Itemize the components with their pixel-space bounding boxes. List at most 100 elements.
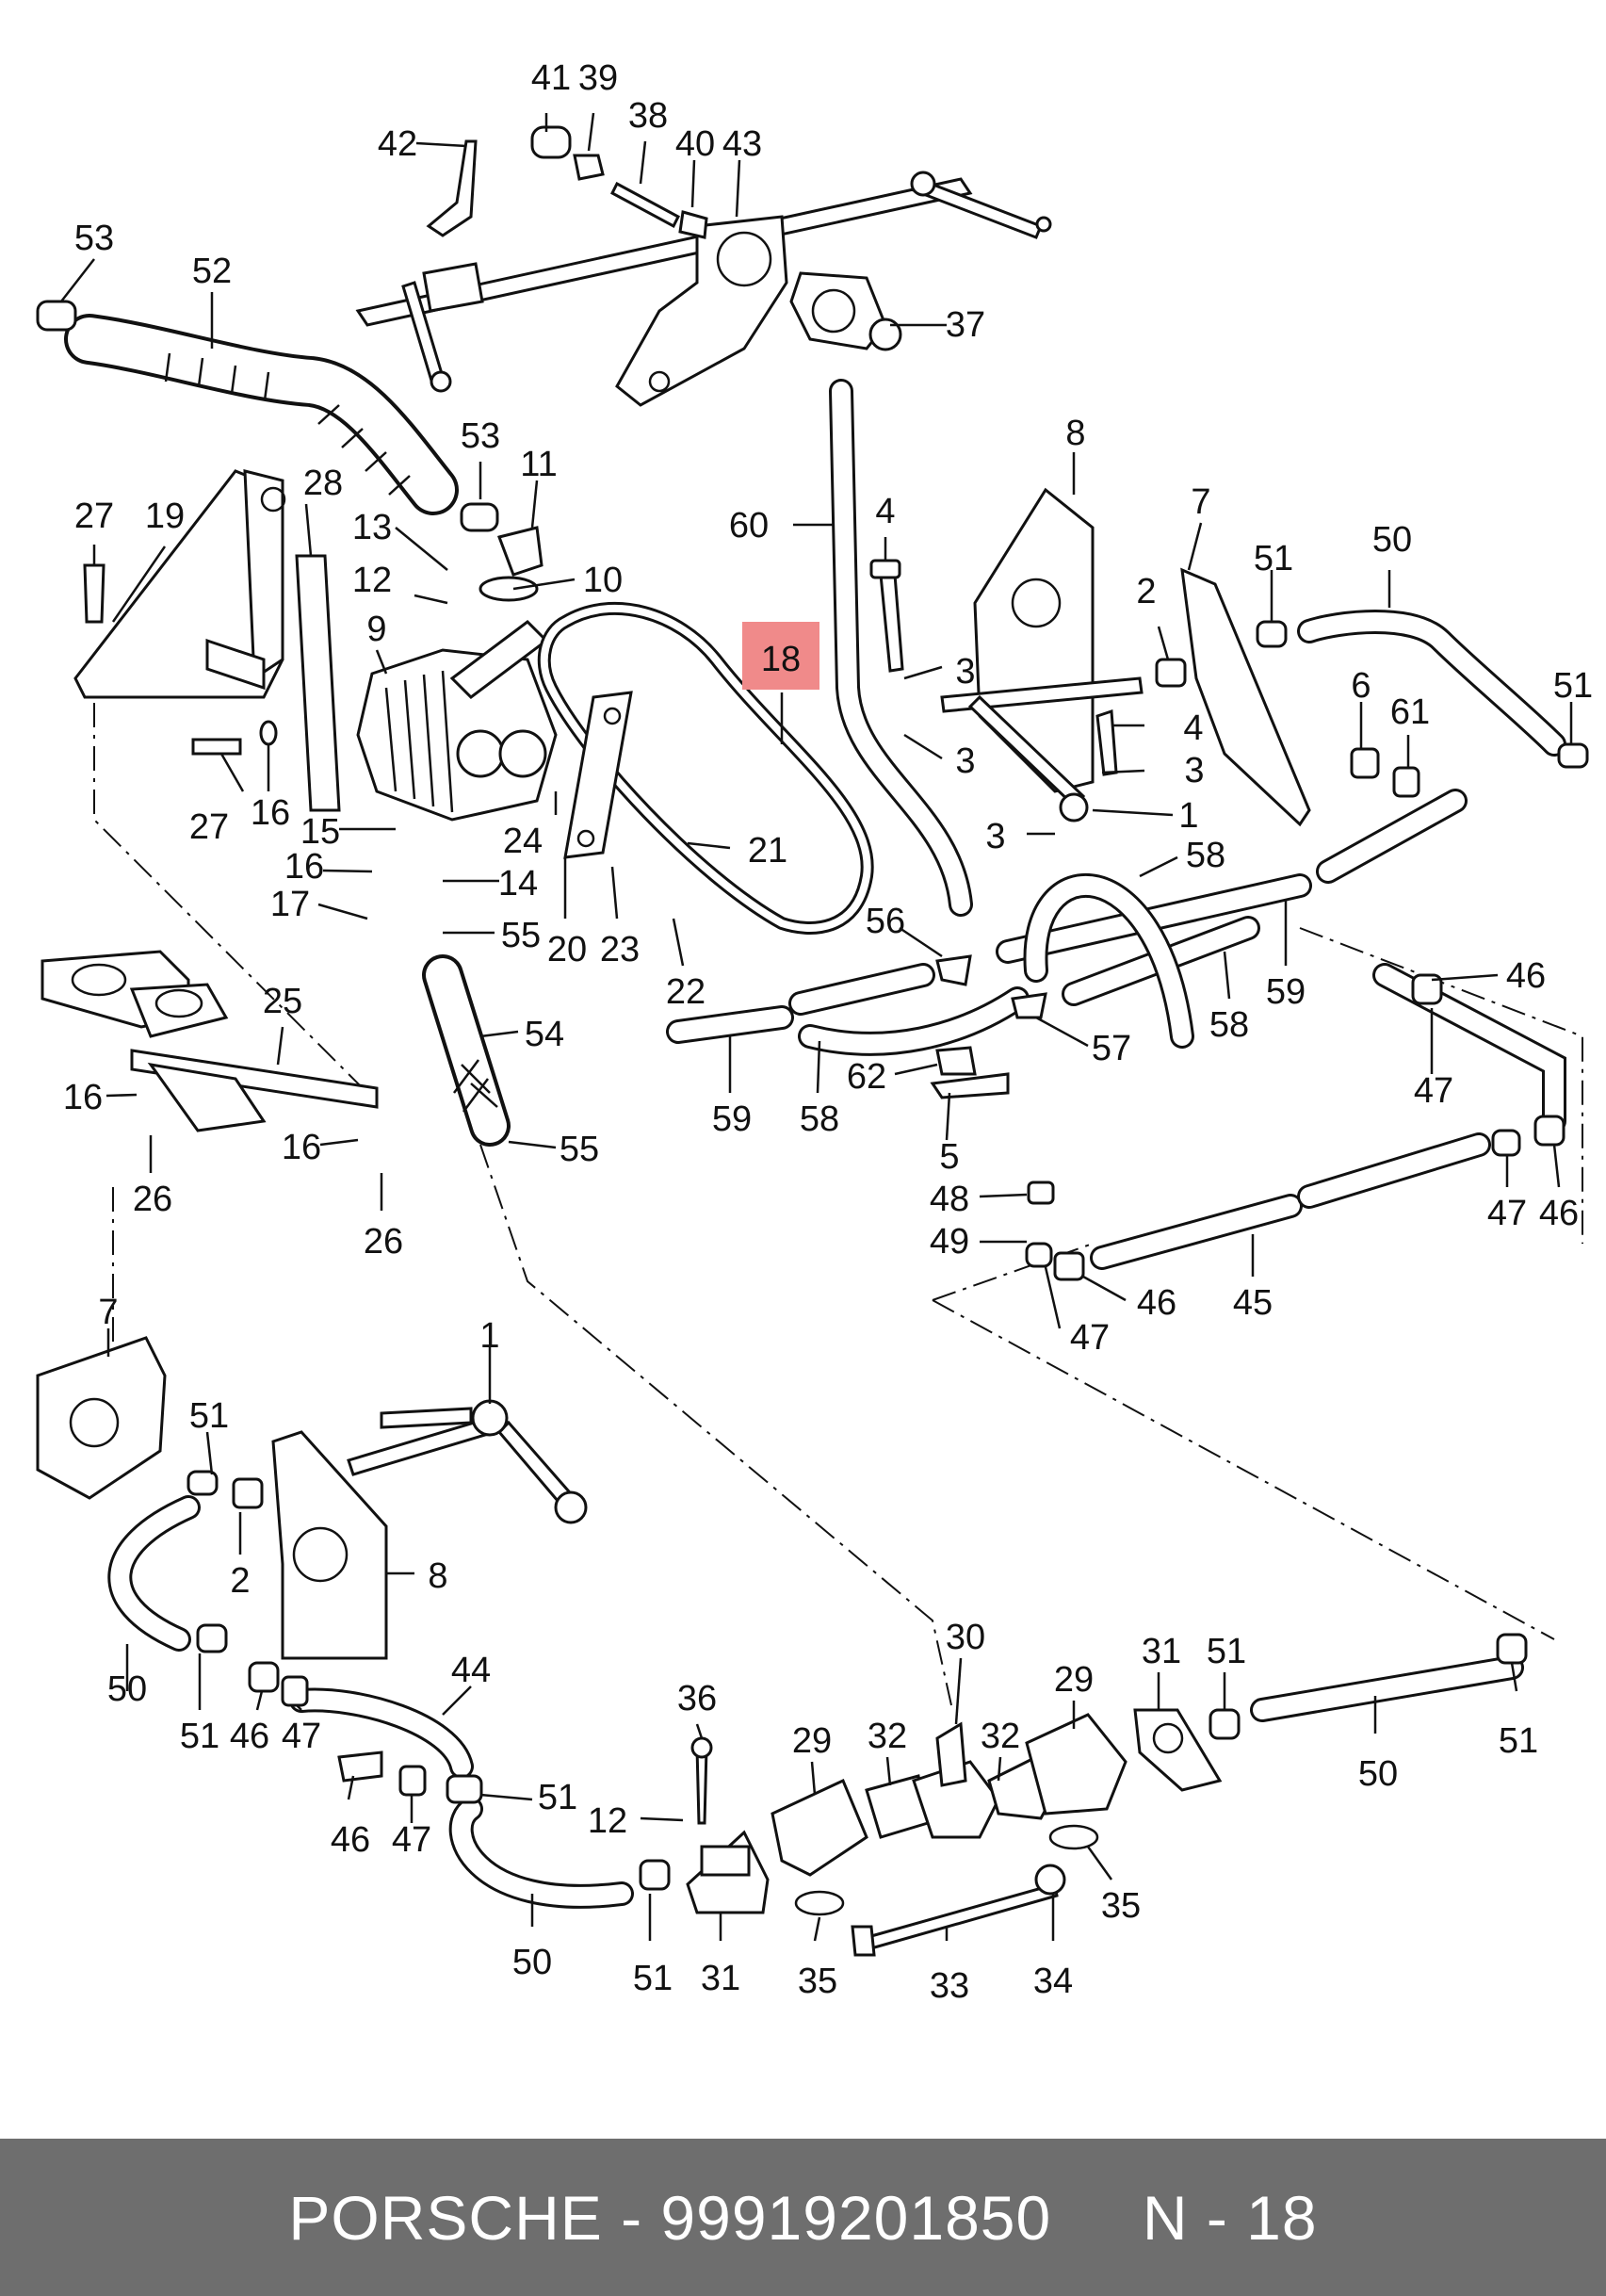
part-label-58: 58 — [1186, 836, 1225, 875]
part-label-28: 28 — [303, 464, 343, 503]
part-label-50: 50 — [1358, 1754, 1398, 1794]
air-pump-9 — [356, 526, 558, 822]
part-label-51: 51 — [1499, 1721, 1538, 1761]
part-label-42: 42 — [378, 124, 417, 164]
part-label-12: 12 — [588, 1801, 627, 1841]
part-label-3: 3 — [985, 817, 1005, 856]
part-label-40: 40 — [675, 124, 715, 164]
part-label-58: 58 — [800, 1099, 839, 1139]
part-label-11: 11 — [520, 445, 557, 484]
bracket-assembly — [73, 469, 341, 812]
part-label-44: 44 — [451, 1651, 491, 1690]
part-label-47: 47 — [1487, 1194, 1527, 1233]
part-label-27: 27 — [189, 807, 229, 847]
part-label-55: 55 — [560, 1130, 599, 1169]
part-label-31: 31 — [701, 1959, 740, 1998]
part-label-10: 10 — [583, 561, 623, 600]
footer-caption: PORSCHE - 99919201850 N - 18 — [288, 2182, 1318, 2253]
tube-assembly — [666, 789, 1468, 1099]
part-label-22: 22 — [666, 972, 706, 1012]
part-label-24: 24 — [503, 822, 543, 861]
part-label-16: 16 — [251, 793, 290, 833]
part-label-32: 32 — [981, 1717, 1020, 1756]
part-label-15: 15 — [300, 812, 340, 852]
manifold-25 — [41, 950, 379, 1132]
right-upper-assembly — [869, 487, 1589, 827]
part-label-51: 51 — [1553, 666, 1593, 706]
part-label-59: 59 — [1266, 972, 1306, 1012]
part-label-7: 7 — [1191, 482, 1210, 522]
part-label-52: 52 — [192, 252, 232, 291]
footer-bar: PORSCHE - 99919201850 N - 18 — [0, 2139, 1606, 2296]
part-label-62: 62 — [847, 1057, 886, 1097]
belt-18 — [537, 602, 874, 935]
part-label-18: 18 — [761, 640, 801, 679]
part-label-35: 35 — [1101, 1886, 1141, 1926]
part-label-26: 26 — [133, 1180, 172, 1219]
part-label-46: 46 — [230, 1717, 269, 1756]
parts-diagram: 4139384043425352375311608271928131047515… — [36, 58, 1593, 2006]
hose-54 — [422, 954, 511, 1147]
part-label-46: 46 — [1539, 1194, 1579, 1233]
part-label-27: 27 — [74, 497, 114, 536]
part-label-57: 57 — [1092, 1029, 1131, 1068]
part-label-47: 47 — [392, 1820, 431, 1860]
part-label-31: 31 — [1142, 1632, 1181, 1671]
part-label-46: 46 — [331, 1820, 370, 1860]
part-label-41: 41 — [531, 58, 571, 98]
part-label-47: 47 — [282, 1717, 321, 1756]
part-label-53: 53 — [461, 416, 500, 456]
part-label-3: 3 — [955, 741, 975, 781]
part-label-13: 13 — [352, 508, 392, 547]
part-label-47: 47 — [1414, 1071, 1453, 1111]
part-label-17: 17 — [270, 885, 310, 924]
part-label-3: 3 — [955, 652, 975, 692]
part-label-61: 61 — [1390, 692, 1430, 732]
mount-assembly — [686, 1633, 1528, 1957]
leader-lines — [60, 112, 1573, 1942]
part-label-8: 8 — [1065, 414, 1085, 453]
part-label-2: 2 — [1136, 572, 1156, 611]
linkage-assembly — [355, 125, 1052, 407]
part-label-51: 51 — [633, 1959, 673, 1998]
part-label-16: 16 — [282, 1128, 321, 1167]
part-label-9: 9 — [366, 610, 386, 649]
part-label-45: 45 — [1233, 1283, 1273, 1323]
part-label-46: 46 — [1506, 956, 1546, 996]
part-label-50: 50 — [512, 1943, 552, 1982]
part-label-26: 26 — [364, 1222, 403, 1262]
hose-52 — [36, 300, 499, 532]
part-label-1: 1 — [479, 1316, 499, 1356]
bracket-20 — [563, 691, 633, 859]
part-label-38: 38 — [628, 96, 668, 136]
part-label-37: 37 — [946, 305, 985, 345]
pipe-60 — [829, 379, 973, 917]
part-label-58: 58 — [1209, 1005, 1249, 1045]
part-label-54: 54 — [525, 1015, 564, 1054]
part-label-20: 20 — [547, 930, 587, 969]
part-label-33: 33 — [930, 1966, 969, 2006]
part-label-23: 23 — [600, 930, 640, 969]
part-label-43: 43 — [722, 124, 762, 164]
part-label-12: 12 — [352, 561, 392, 600]
lower-left-assembly — [36, 1336, 671, 1909]
part-label-51: 51 — [538, 1778, 577, 1817]
part-label-21: 21 — [748, 831, 787, 871]
part-label-1: 1 — [1178, 796, 1198, 836]
part-label-29: 29 — [1054, 1660, 1094, 1700]
part-label-29: 29 — [792, 1721, 832, 1761]
part-label-51: 51 — [1254, 539, 1293, 578]
part-label-56: 56 — [866, 902, 905, 941]
part-label-51: 51 — [1207, 1632, 1246, 1671]
part-label-48: 48 — [930, 1180, 969, 1219]
part-label-2: 2 — [230, 1561, 250, 1601]
part-label-60: 60 — [729, 506, 769, 546]
part-label-55: 55 — [501, 916, 541, 955]
part-label-6: 6 — [1351, 666, 1371, 706]
highlighted-part-marker — [742, 622, 819, 690]
part-label-4: 4 — [1183, 708, 1203, 748]
part-label-8: 8 — [428, 1556, 447, 1596]
part-label-4: 4 — [875, 492, 895, 531]
part-label-35: 35 — [798, 1962, 837, 2001]
